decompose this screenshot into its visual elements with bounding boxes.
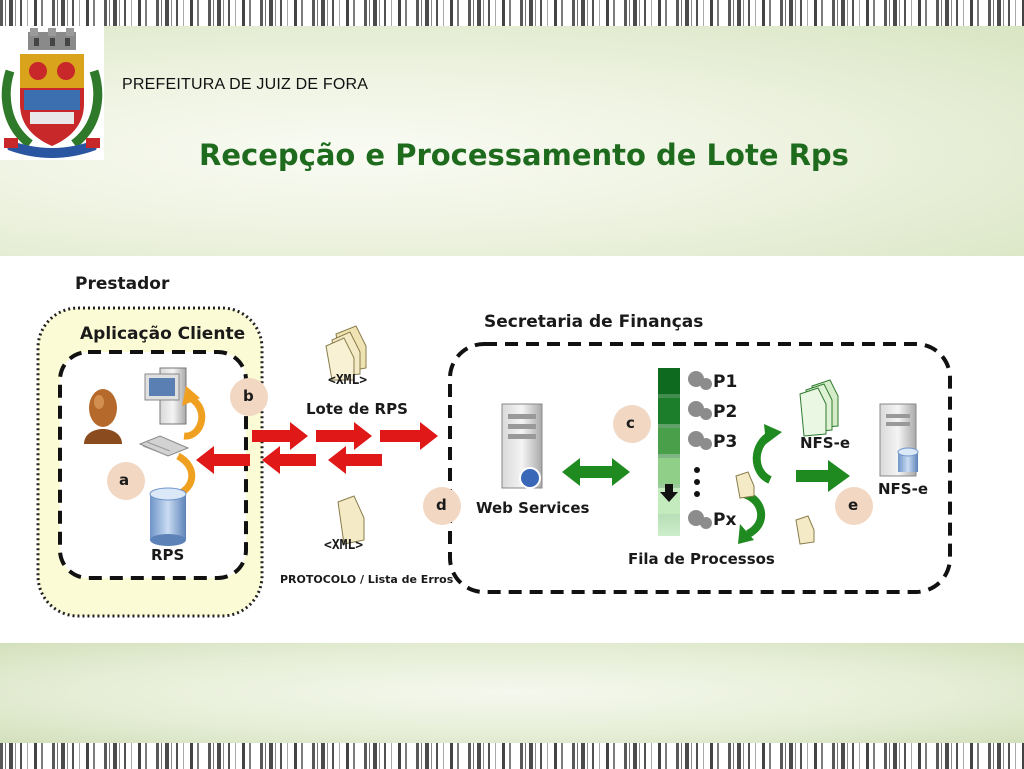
secretaria-box <box>448 342 952 594</box>
protocol-document-icon <box>337 495 365 545</box>
rps-label: RPS <box>151 546 185 564</box>
nfse-server-icon <box>879 403 919 477</box>
fila-de-processos-label: Fila de Processos <box>628 550 775 568</box>
web-services-label: Web Services <box>476 499 590 517</box>
step-d-label: d <box>436 496 447 514</box>
rps-database-icon <box>149 487 187 546</box>
flow-diagram: Prestador Aplicação Cliente RPS a b <XML… <box>0 256 1024 643</box>
header-band <box>0 26 1024 256</box>
lote-de-rps-label: Lote de RPS <box>306 400 408 418</box>
step-e-label: e <box>848 496 859 514</box>
web-service-queue-arrow <box>562 458 630 486</box>
step-b-label: b <box>243 387 254 405</box>
bottom-decorative-strip <box>0 743 1024 769</box>
xml-tag-bottom: <XML> <box>324 538 364 553</box>
process-queue-column <box>658 368 680 536</box>
slide-title: Recepção e Processamento de Lote Rps <box>199 138 849 172</box>
web-server-icon <box>501 403 543 489</box>
footer-band <box>0 643 1024 743</box>
process-p3-label: P3 <box>713 432 738 452</box>
request-arrows <box>252 422 438 450</box>
response-arrows <box>196 446 382 474</box>
gear-icons <box>688 371 712 529</box>
nfse-label-documents: NFS-e <box>800 434 851 452</box>
aplicacao-cliente-label: Aplicação Cliente <box>80 324 246 344</box>
step-c-label: c <box>626 414 635 432</box>
step-a-label: a <box>119 471 130 489</box>
step-d-circle <box>423 487 461 525</box>
secretaria-label: Secretaria de Finanças <box>484 312 704 332</box>
step-e-circle <box>835 487 873 525</box>
xml-tag-top: <XML> <box>328 373 368 388</box>
nfse-documents-icon <box>799 379 839 437</box>
prestador-label: Prestador <box>75 274 170 294</box>
nfse-label-server: NFS-e <box>878 480 929 498</box>
protocolo-label: PROTOCOLO / Lista de Erros <box>280 573 454 586</box>
process-p2-label: P2 <box>713 402 738 422</box>
step-a-circle <box>107 462 145 500</box>
queue-dots <box>694 467 700 497</box>
top-decorative-strip <box>0 0 1024 26</box>
xml-documents-icon <box>325 325 367 381</box>
city-coat-of-arms-logo <box>0 26 104 160</box>
step-b-circle <box>230 378 268 416</box>
process-p1-label: P1 <box>713 372 738 392</box>
user-icon <box>84 389 122 444</box>
organization-name: PREFEITURA DE JUIZ DE FORA <box>122 76 369 93</box>
process-px-label: Px <box>713 510 737 530</box>
computer-icon <box>138 367 190 457</box>
nfse-storage-arrow <box>796 460 850 492</box>
diagram-canvas <box>36 306 952 618</box>
step-c-circle <box>613 405 651 443</box>
